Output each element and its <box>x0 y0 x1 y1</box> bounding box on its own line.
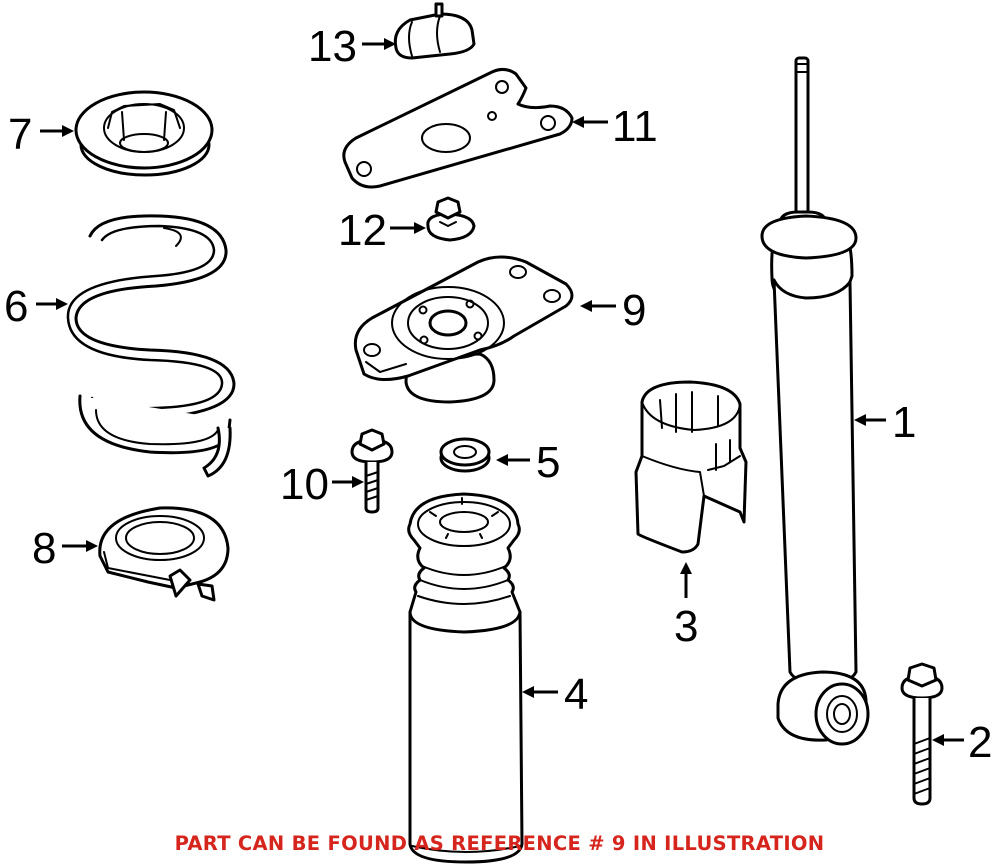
part-12-nut <box>426 196 476 242</box>
callout-12: 12 <box>338 206 387 255</box>
callout-5: 5 <box>536 438 560 487</box>
callout-7: 7 <box>8 110 32 159</box>
callout-2: 2 <box>968 718 992 767</box>
callout-labels: 13 7 11 12 6 9 1 5 10 8 3 4 2 <box>4 22 992 767</box>
part-5-washer <box>439 437 491 473</box>
part-6-coil-spring <box>66 214 236 478</box>
part-8-lower-seat <box>98 506 230 602</box>
part-2-bolt <box>900 662 944 806</box>
part-13-cap <box>393 2 476 60</box>
callout-1: 1 <box>892 398 916 447</box>
part-10-bolt <box>350 428 394 514</box>
callout-10: 10 <box>280 460 329 509</box>
callout-11: 11 <box>612 102 658 151</box>
part-1-shock-absorber <box>760 56 870 746</box>
part-9-strut-mount <box>353 255 574 404</box>
callout-9: 9 <box>622 286 646 335</box>
callout-3: 3 <box>674 602 698 651</box>
leader-arrows <box>36 38 964 746</box>
callout-8: 8 <box>32 524 56 573</box>
callout-13: 13 <box>308 22 357 71</box>
part-11-plate <box>342 67 574 189</box>
reference-note: PART CAN BE FOUND AS REFERENCE # 9 IN IL… <box>174 832 825 855</box>
callout-4: 4 <box>564 670 588 719</box>
part-3-sleeve <box>634 380 748 554</box>
part-4-dust-boot <box>407 492 524 864</box>
part-7-upper-seat <box>74 90 214 177</box>
callout-6: 6 <box>4 282 28 331</box>
